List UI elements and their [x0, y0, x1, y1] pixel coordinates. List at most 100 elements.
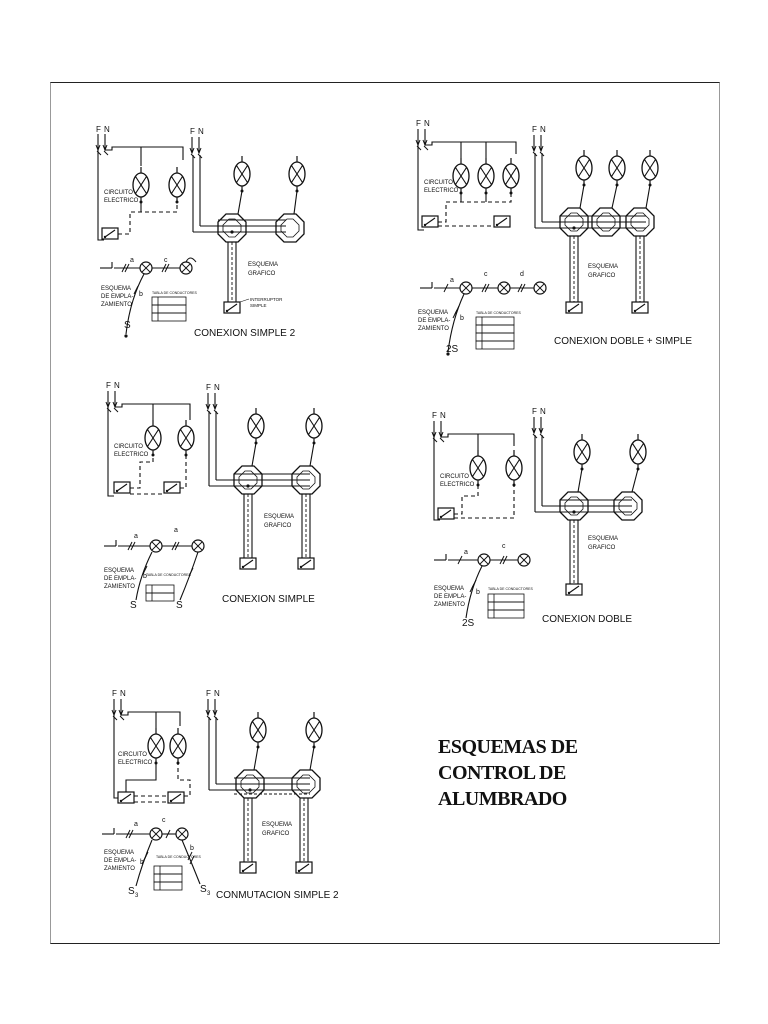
lamp-icon: [575, 149, 593, 188]
lamp-icon: [477, 157, 495, 196]
placement-label: ZAMIENTO: [104, 866, 135, 872]
phase-label: F: [206, 689, 211, 698]
lamp-icon: [288, 155, 306, 194]
diagram-caption: CONEXION DOBLE: [542, 614, 632, 625]
graphic-label: GRAFICO: [588, 545, 616, 551]
table-header: TABLA DE CONDUCTORES: [488, 587, 533, 591]
lamp-icon: [608, 149, 626, 188]
segment-label: c: [502, 543, 506, 550]
switch-symbol: 2S: [446, 344, 459, 355]
graphic-label: GRAFICO: [264, 523, 292, 529]
graphic-label: GRAFICO: [248, 271, 276, 277]
switch-icon: [113, 481, 131, 494]
segment-label: b: [460, 315, 464, 322]
switch-symbol: S: [200, 884, 207, 895]
graphic-diagram: F N ESQUEMA GRAFICO: [205, 383, 323, 570]
circuit-label: CIRCUITO: [114, 444, 143, 450]
lamp-icon: [305, 407, 323, 446]
switch-icon: [565, 301, 583, 314]
circuit-label: CIRCUITO: [104, 190, 133, 196]
segment-label: a: [130, 257, 134, 264]
circuit-label: ELECTRICO: [104, 198, 139, 204]
switch-icon: [631, 301, 649, 314]
table-header: TABLA DE CONDUCTORES: [476, 311, 521, 315]
lamp-icon: [175, 827, 189, 841]
lamp-icon: [139, 261, 153, 275]
phase-label: F: [112, 689, 117, 698]
phase-label: F: [532, 407, 537, 416]
lamp-icon: [533, 281, 547, 295]
lamp-icon: [249, 711, 267, 750]
circuit-diagram: F N CIRCUITO ELECTRICO: [105, 381, 195, 497]
placement-diagram: a c d b 2S ESQUEMA DE EMPLA- ZAMIENTO TA…: [418, 271, 547, 356]
placement-label: ESQUEMA: [101, 286, 131, 292]
graphic-label: GRAFICO: [588, 273, 616, 279]
lamp-icon: [502, 157, 520, 196]
placement-label: ZAMIENTO: [434, 602, 465, 608]
segment-label: a: [450, 277, 454, 284]
segment-label: b: [140, 859, 144, 866]
diagram-conexion-simple: F N CIRCUITO ELECTRICO F N: [104, 381, 323, 611]
lamp-icon: [573, 433, 591, 472]
circuit-diagram: F N CIRCUITO ELECTRICO: [431, 411, 523, 521]
diagram-caption: CONEXION SIMPLE: [222, 594, 315, 605]
segment-label: b: [143, 573, 147, 580]
neutral-label: N: [214, 689, 220, 698]
switch-label: SIMPLE: [250, 303, 267, 308]
segment-label: d: [520, 271, 524, 278]
switch-icon: [163, 481, 181, 494]
diagram-conexion-doble: F N CIRCUITO ELECTRICO F N: [431, 407, 647, 629]
phase-label: F: [532, 125, 537, 134]
switch-icon: [223, 301, 241, 314]
neutral-label: N: [120, 689, 126, 698]
circuit-label: ELECTRICO: [424, 188, 459, 194]
placement-diagram: a c b b S 3 S 3 ESQUEMA DE EMPLA- ZAMIEN…: [102, 817, 211, 899]
lamp-icon: [233, 155, 251, 194]
lamp-icon: [477, 553, 491, 567]
segment-label: a: [464, 549, 468, 556]
segment-label: b: [476, 589, 480, 596]
graphic-label: ESQUEMA: [264, 514, 294, 520]
switch-symbol: S: [128, 886, 135, 897]
placement-label: ESQUEMA: [104, 850, 134, 856]
neutral-label: N: [540, 125, 546, 134]
lamp-icon: [247, 407, 265, 446]
phase-label: F: [96, 125, 101, 134]
switch-symbol: S: [130, 600, 137, 611]
switch-label: INTERRUPTOR: [250, 297, 283, 302]
lamp-icon: [169, 727, 187, 766]
placement-label: DE EMPLA-: [104, 576, 136, 582]
phase-label: F: [190, 127, 195, 136]
neutral-label: N: [198, 127, 204, 136]
table-header: TABLA DE CONDUCTORES: [146, 573, 191, 577]
drawing-sheet: [50, 82, 720, 944]
switch-icon: [239, 557, 257, 570]
neutral-label: N: [114, 381, 120, 390]
placement-diagram: a c b S ESQUEMA DE EMPLA- ZAMIENTO TABLA…: [100, 257, 197, 338]
lamp-icon: [149, 539, 163, 553]
switch-icon: [117, 791, 135, 804]
circuit-label: ELECTRICO: [114, 452, 149, 458]
switch-symbol: 2S: [462, 618, 475, 629]
switch-symbol: S: [124, 320, 131, 331]
circuit-diagram: F N CIRCUITO ELECTRICO: [111, 689, 191, 804]
neutral-label: N: [214, 383, 220, 392]
circuit-diagram: F N CIRCUITO ELECTRICO: [415, 119, 520, 231]
neutral-label: N: [424, 119, 430, 128]
segment-label: b: [139, 291, 143, 298]
lamp-icon: [149, 827, 163, 841]
circuit-label: CIRCUITO: [424, 180, 453, 186]
diagram-caption: CONEXION DOBLE + SIMPLE: [554, 336, 692, 347]
lamp-icon: [177, 419, 195, 458]
lamp-icon: [459, 281, 473, 295]
table-header: TABLA DE CONDUCTORES: [152, 291, 197, 295]
placement-label: ZAMIENTO: [104, 584, 135, 590]
graphic-diagram: F N ESQUEMA GRAFICO INTERRUPTOR SIMPLE: [189, 127, 306, 314]
diagram-caption: CONEXION SIMPLE 2: [194, 328, 296, 339]
placement-diagram: a a b S S ESQUEMA DE EMPLA- ZAMIENTO TAB…: [104, 527, 205, 611]
phase-label: F: [206, 383, 211, 392]
placement-diagram: a c b 2S ESQUEMA DE EMPLA- ZAMIENTO TABL…: [434, 543, 533, 629]
circuit-label: CIRCUITO: [440, 474, 469, 480]
circuit-label: ELECTRICO: [440, 482, 475, 488]
placement-label: ZAMIENTO: [418, 326, 449, 332]
